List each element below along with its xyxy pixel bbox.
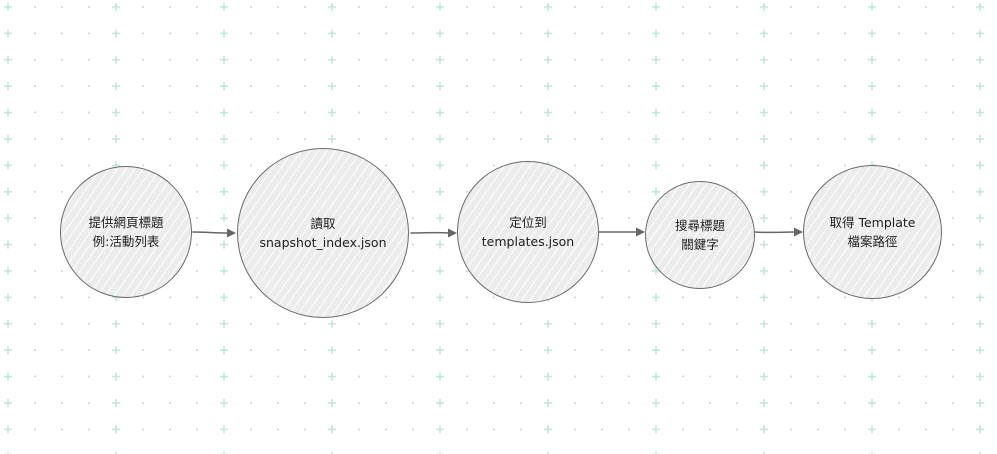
step-4-line-2: 關鍵字 — [681, 237, 719, 252]
step-5-line-1: 取得 Template — [829, 215, 916, 230]
arrowhead-4 — [794, 227, 803, 237]
step-3-line-2: templates.json — [481, 234, 575, 249]
arrow-1 — [192, 231, 229, 234]
arrowhead-1 — [227, 228, 236, 238]
step-node-5: 取得 Template 檔案路徑 — [803, 165, 942, 299]
step-4-line-1: 搜尋標題 — [674, 218, 725, 233]
step-1-line-2: 例:活動列表 — [92, 234, 160, 249]
step-3-line-1: 定位到 — [509, 215, 547, 230]
step-node-1: 提供網頁標題 例:活動列表 — [60, 166, 192, 298]
step-2-line-2: snapshot_index.json — [259, 235, 387, 250]
step-5-line-2: 檔案路徑 — [847, 234, 898, 249]
step-2-line-1: 讀取 — [310, 216, 336, 231]
step-node-3: 定位到 templates.json — [457, 161, 599, 303]
arrowhead-3 — [636, 227, 645, 237]
arrowhead-2 — [448, 228, 457, 238]
step-node-4: 搜尋標題 關鍵字 — [645, 181, 755, 289]
step-1-line-1: 提供網頁標題 — [88, 215, 164, 230]
step-node-2: 讀取 snapshot_index.json — [237, 148, 409, 318]
